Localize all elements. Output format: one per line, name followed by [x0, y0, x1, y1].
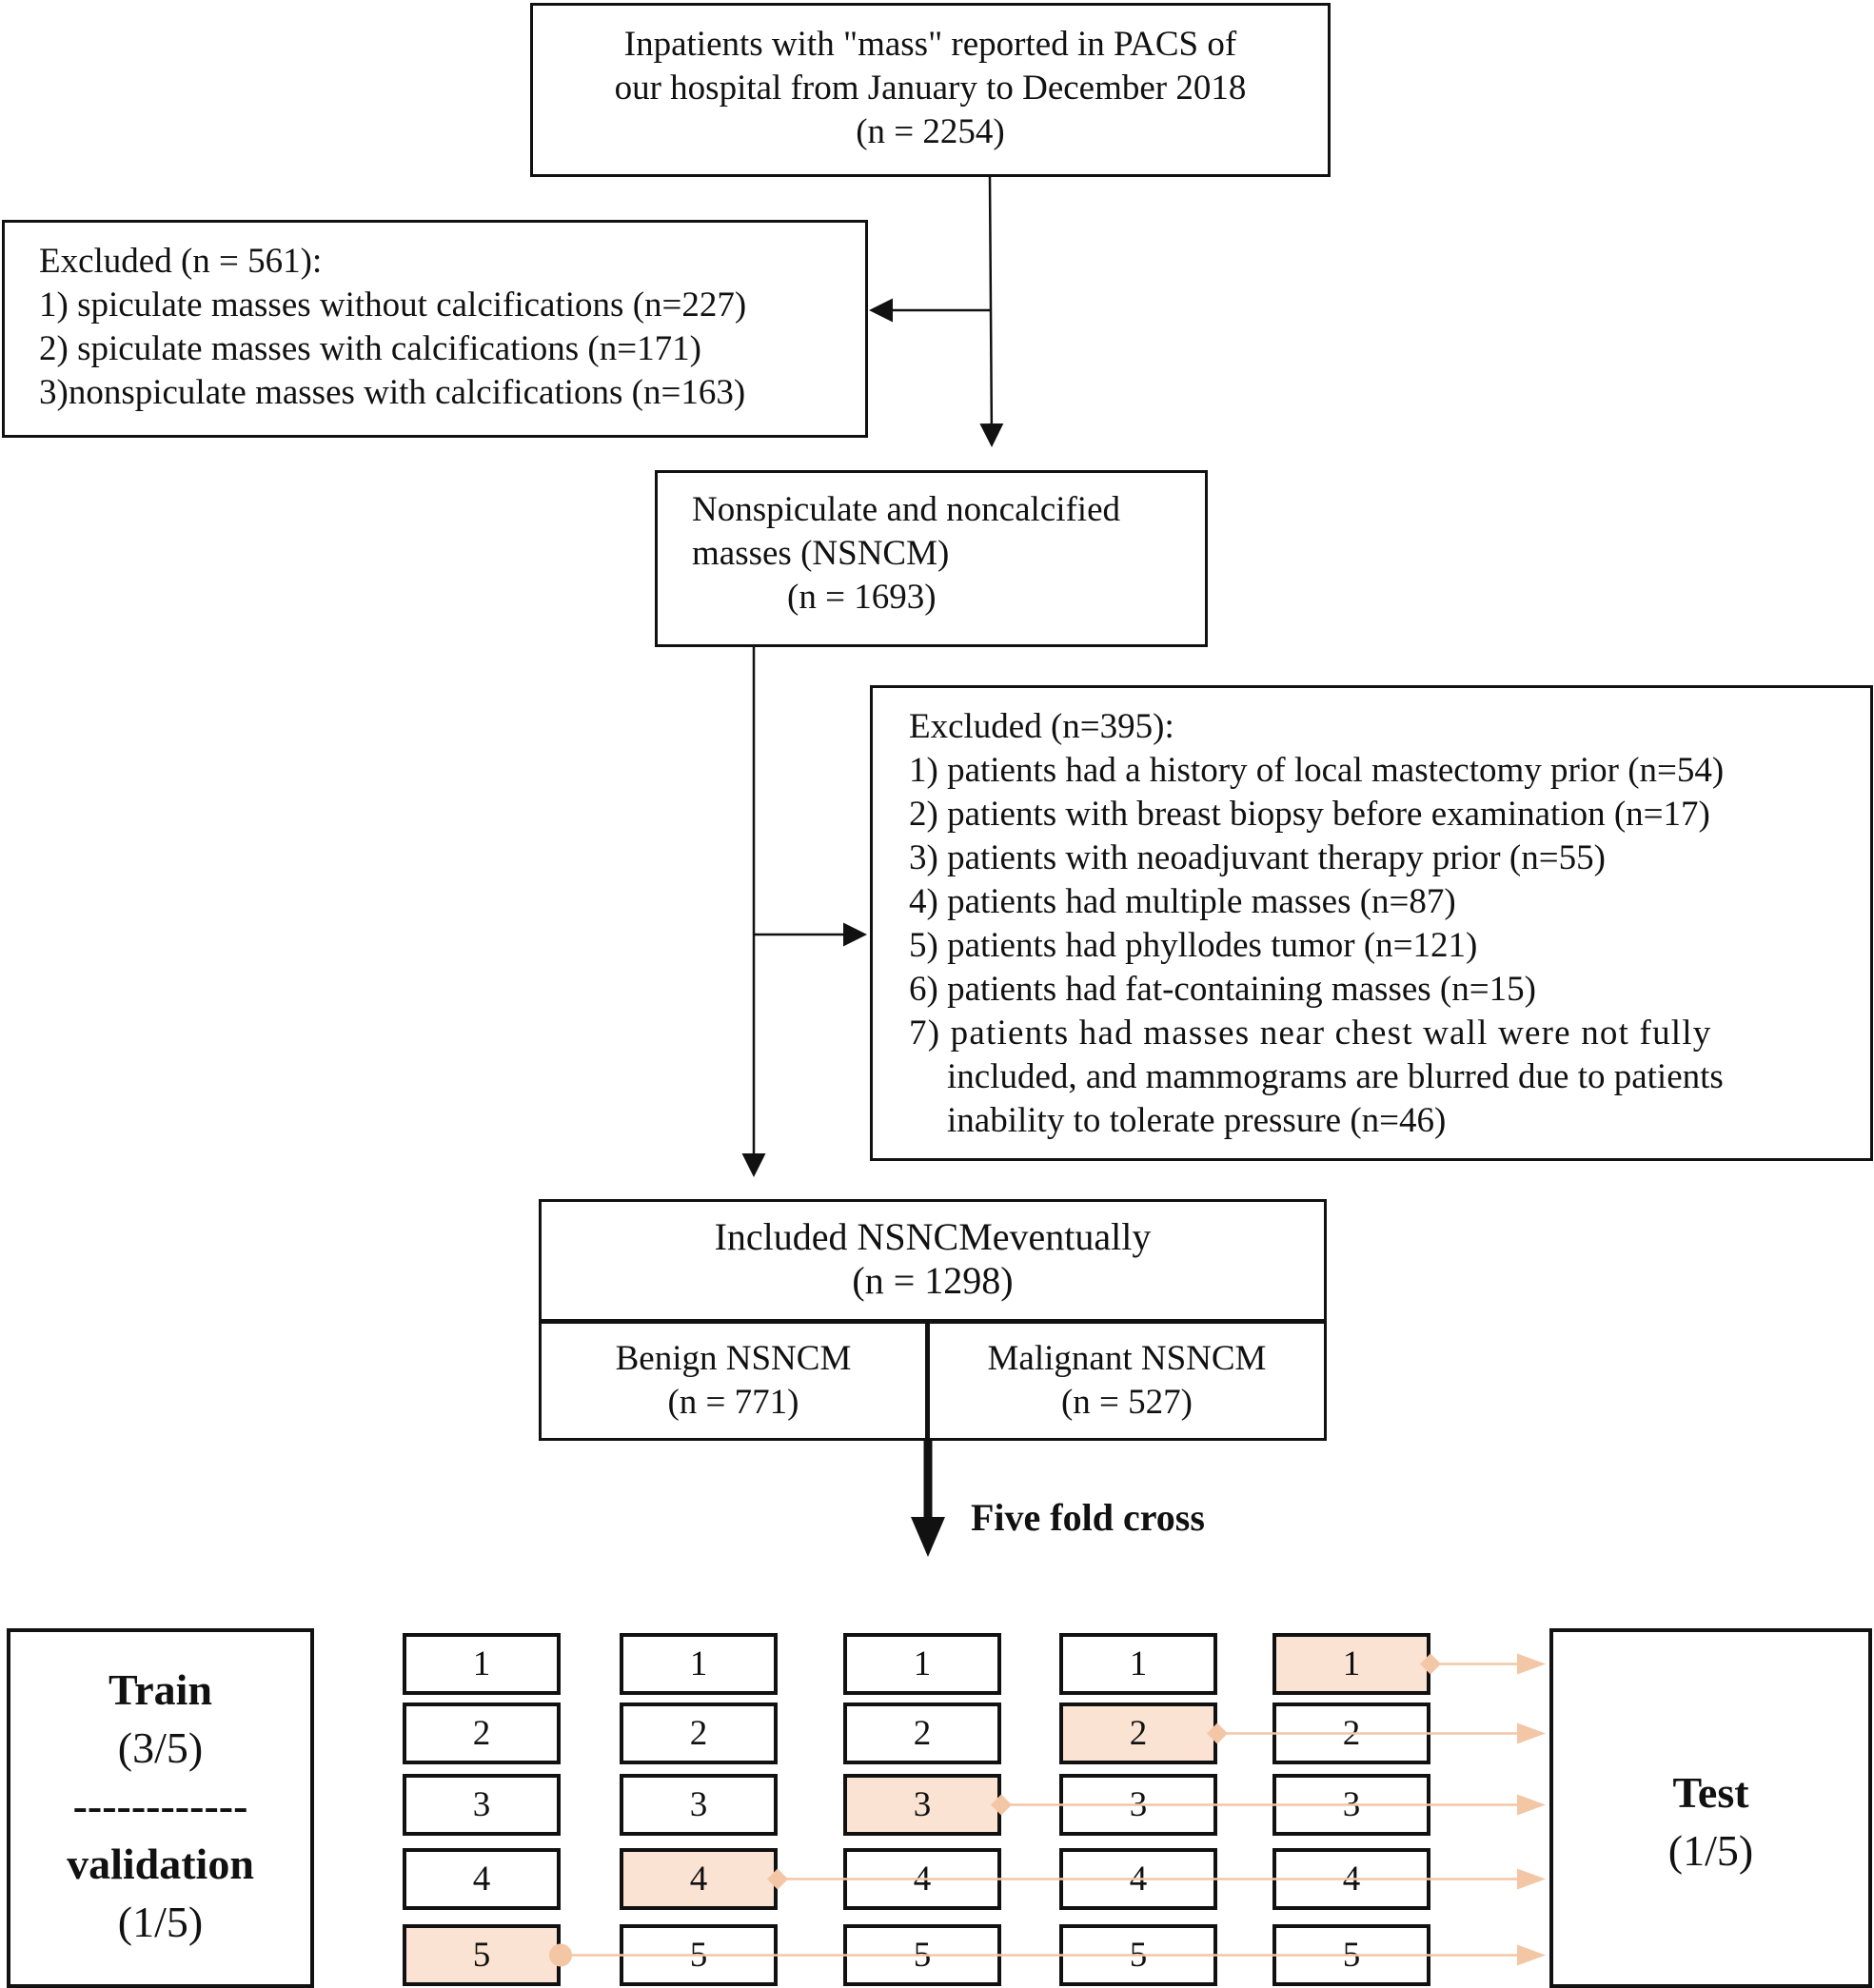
test-label: Test [1672, 1768, 1749, 1817]
malignant-cell: Malignant NSNCM (n = 527) [930, 1337, 1324, 1425]
arrow-top-to-nsncm [979, 175, 1004, 447]
test-fold-start-dot [549, 1943, 572, 1967]
exclusion-2-item-5: 5) patients had phyllodes tumor (n=121) [909, 926, 1478, 965]
malignant-line-1: Malignant NSNCM [987, 1339, 1267, 1378]
exclusion-1-item-1: 1) spiculate masses without calcificatio… [39, 285, 747, 325]
five-fold-arrowhead [911, 1517, 945, 1557]
fold-cell: 2 [620, 1703, 778, 1764]
fold-cell: 1 [843, 1633, 1001, 1695]
exclusion-1-title: Excluded (n = 561): [39, 242, 323, 281]
test-fold-arrowhead [1517, 1944, 1546, 1966]
nsncm-box: Nonspiculate and noncalcified masses (NS… [655, 470, 1208, 647]
included-divider [542, 1319, 1324, 1324]
exclusion-2-item-7-cont-2: inability to tolerate pressure (n=46) [947, 1101, 1447, 1140]
top-box-line-3: (n = 2254) [856, 112, 1005, 151]
top-population-box: Inpatients with "mass" reported in PACS … [530, 3, 1331, 177]
exclusion-2-item-4: 4) patients had multiple masses (n=87) [909, 882, 1456, 921]
nsncm-line-1: Nonspiculate and noncalcified [692, 490, 1120, 529]
top-box-line-1: Inpatients with "mass" reported in PACS … [623, 25, 1237, 64]
benign-line-2: (n = 771) [667, 1383, 799, 1422]
exclusion-box-2: Excluded (n=395): 1) patients had a hist… [870, 685, 1873, 1161]
exclusion-2-item-6: 6) patients had fat-containing masses (n… [909, 970, 1536, 1009]
nsncm-line-3: (n = 1693) [787, 578, 937, 617]
test-fold-arrowhead [1517, 1868, 1546, 1890]
fold-cell: 1 [403, 1633, 561, 1695]
validation-label: validation [67, 1840, 254, 1888]
fold-cell-test: 2 [1059, 1703, 1217, 1764]
test-fraction: (1/5) [1667, 1826, 1754, 1875]
test-fold-arrowhead [1517, 1653, 1546, 1675]
fold-cell-test: 5 [403, 1924, 561, 1986]
benign-line-1: Benign NSNCM [615, 1339, 852, 1378]
test-fold-arrowhead [1517, 1722, 1546, 1744]
included-title-line-2: (n = 1298) [852, 1259, 1014, 1302]
exclusion-2-item-1: 1) patients had a history of local maste… [909, 751, 1725, 790]
malignant-line-2: (n = 527) [1060, 1383, 1193, 1422]
train-label: Train [108, 1665, 213, 1714]
test-fold-start-diamond [767, 1868, 788, 1890]
fold-cell: 2 [843, 1703, 1001, 1764]
included-split-divider [925, 1322, 930, 1438]
exclusion-2-item-3: 3) patients with neoadjuvant therapy pri… [909, 838, 1606, 877]
train-separator: ------------ [72, 1781, 248, 1830]
included-box: Included NSNCMeventually (n = 1298) Beni… [539, 1199, 1327, 1441]
benign-cell: Benign NSNCM (n = 771) [542, 1337, 925, 1425]
train-fraction: (3/5) [117, 1723, 204, 1772]
nsncm-line-2: masses (NSNCM) [692, 534, 950, 573]
train-validation-box: Train (3/5) ------------ validation (1/5… [7, 1628, 314, 1988]
fold-cell: 2 [403, 1703, 561, 1764]
exclusion-2-item-2: 2) patients with breast biopsy before ex… [909, 795, 1710, 834]
exclusion-2-item-7-cont-1: included, and mammograms are blurred due… [947, 1057, 1724, 1096]
included-title-line-1: Included NSNCMeventually [714, 1215, 1152, 1258]
test-fold-start-diamond [1207, 1722, 1228, 1744]
fold-cell-test: 1 [1272, 1633, 1430, 1695]
exclusion-1-item-3: 3)nonspiculate masses with calcification… [39, 373, 746, 412]
fold-cell: 4 [403, 1848, 561, 1910]
five-fold-label: Five fold cross [971, 1496, 1205, 1539]
exclusion-2-title: Excluded (n=395): [909, 707, 1174, 746]
exclusion-box-1: Excluded (n = 561): 1) spiculate masses … [2, 220, 868, 438]
exclusion-2-item-7: 7) patients had masses near chest wall w… [909, 1014, 1712, 1053]
test-fold-arrowhead [1517, 1794, 1546, 1816]
exclusion-1-item-2: 2) spiculate masses with calcifications … [39, 329, 701, 368]
fold-cell: 3 [620, 1774, 778, 1836]
test-fold-start-diamond [991, 1794, 1012, 1816]
fold-cell: 3 [403, 1774, 561, 1836]
fold-cell-test: 3 [843, 1774, 1001, 1836]
included-title: Included NSNCMeventually (n = 1298) [542, 1215, 1324, 1303]
test-fold-start-diamond [1420, 1653, 1441, 1675]
fold-cell: 1 [620, 1633, 778, 1695]
fold-cell: 1 [1059, 1633, 1217, 1695]
test-box: Test (1/5) [1549, 1628, 1872, 1988]
validation-fraction: (1/5) [117, 1898, 204, 1946]
top-box-line-2: our hospital from January to December 20… [614, 69, 1247, 108]
